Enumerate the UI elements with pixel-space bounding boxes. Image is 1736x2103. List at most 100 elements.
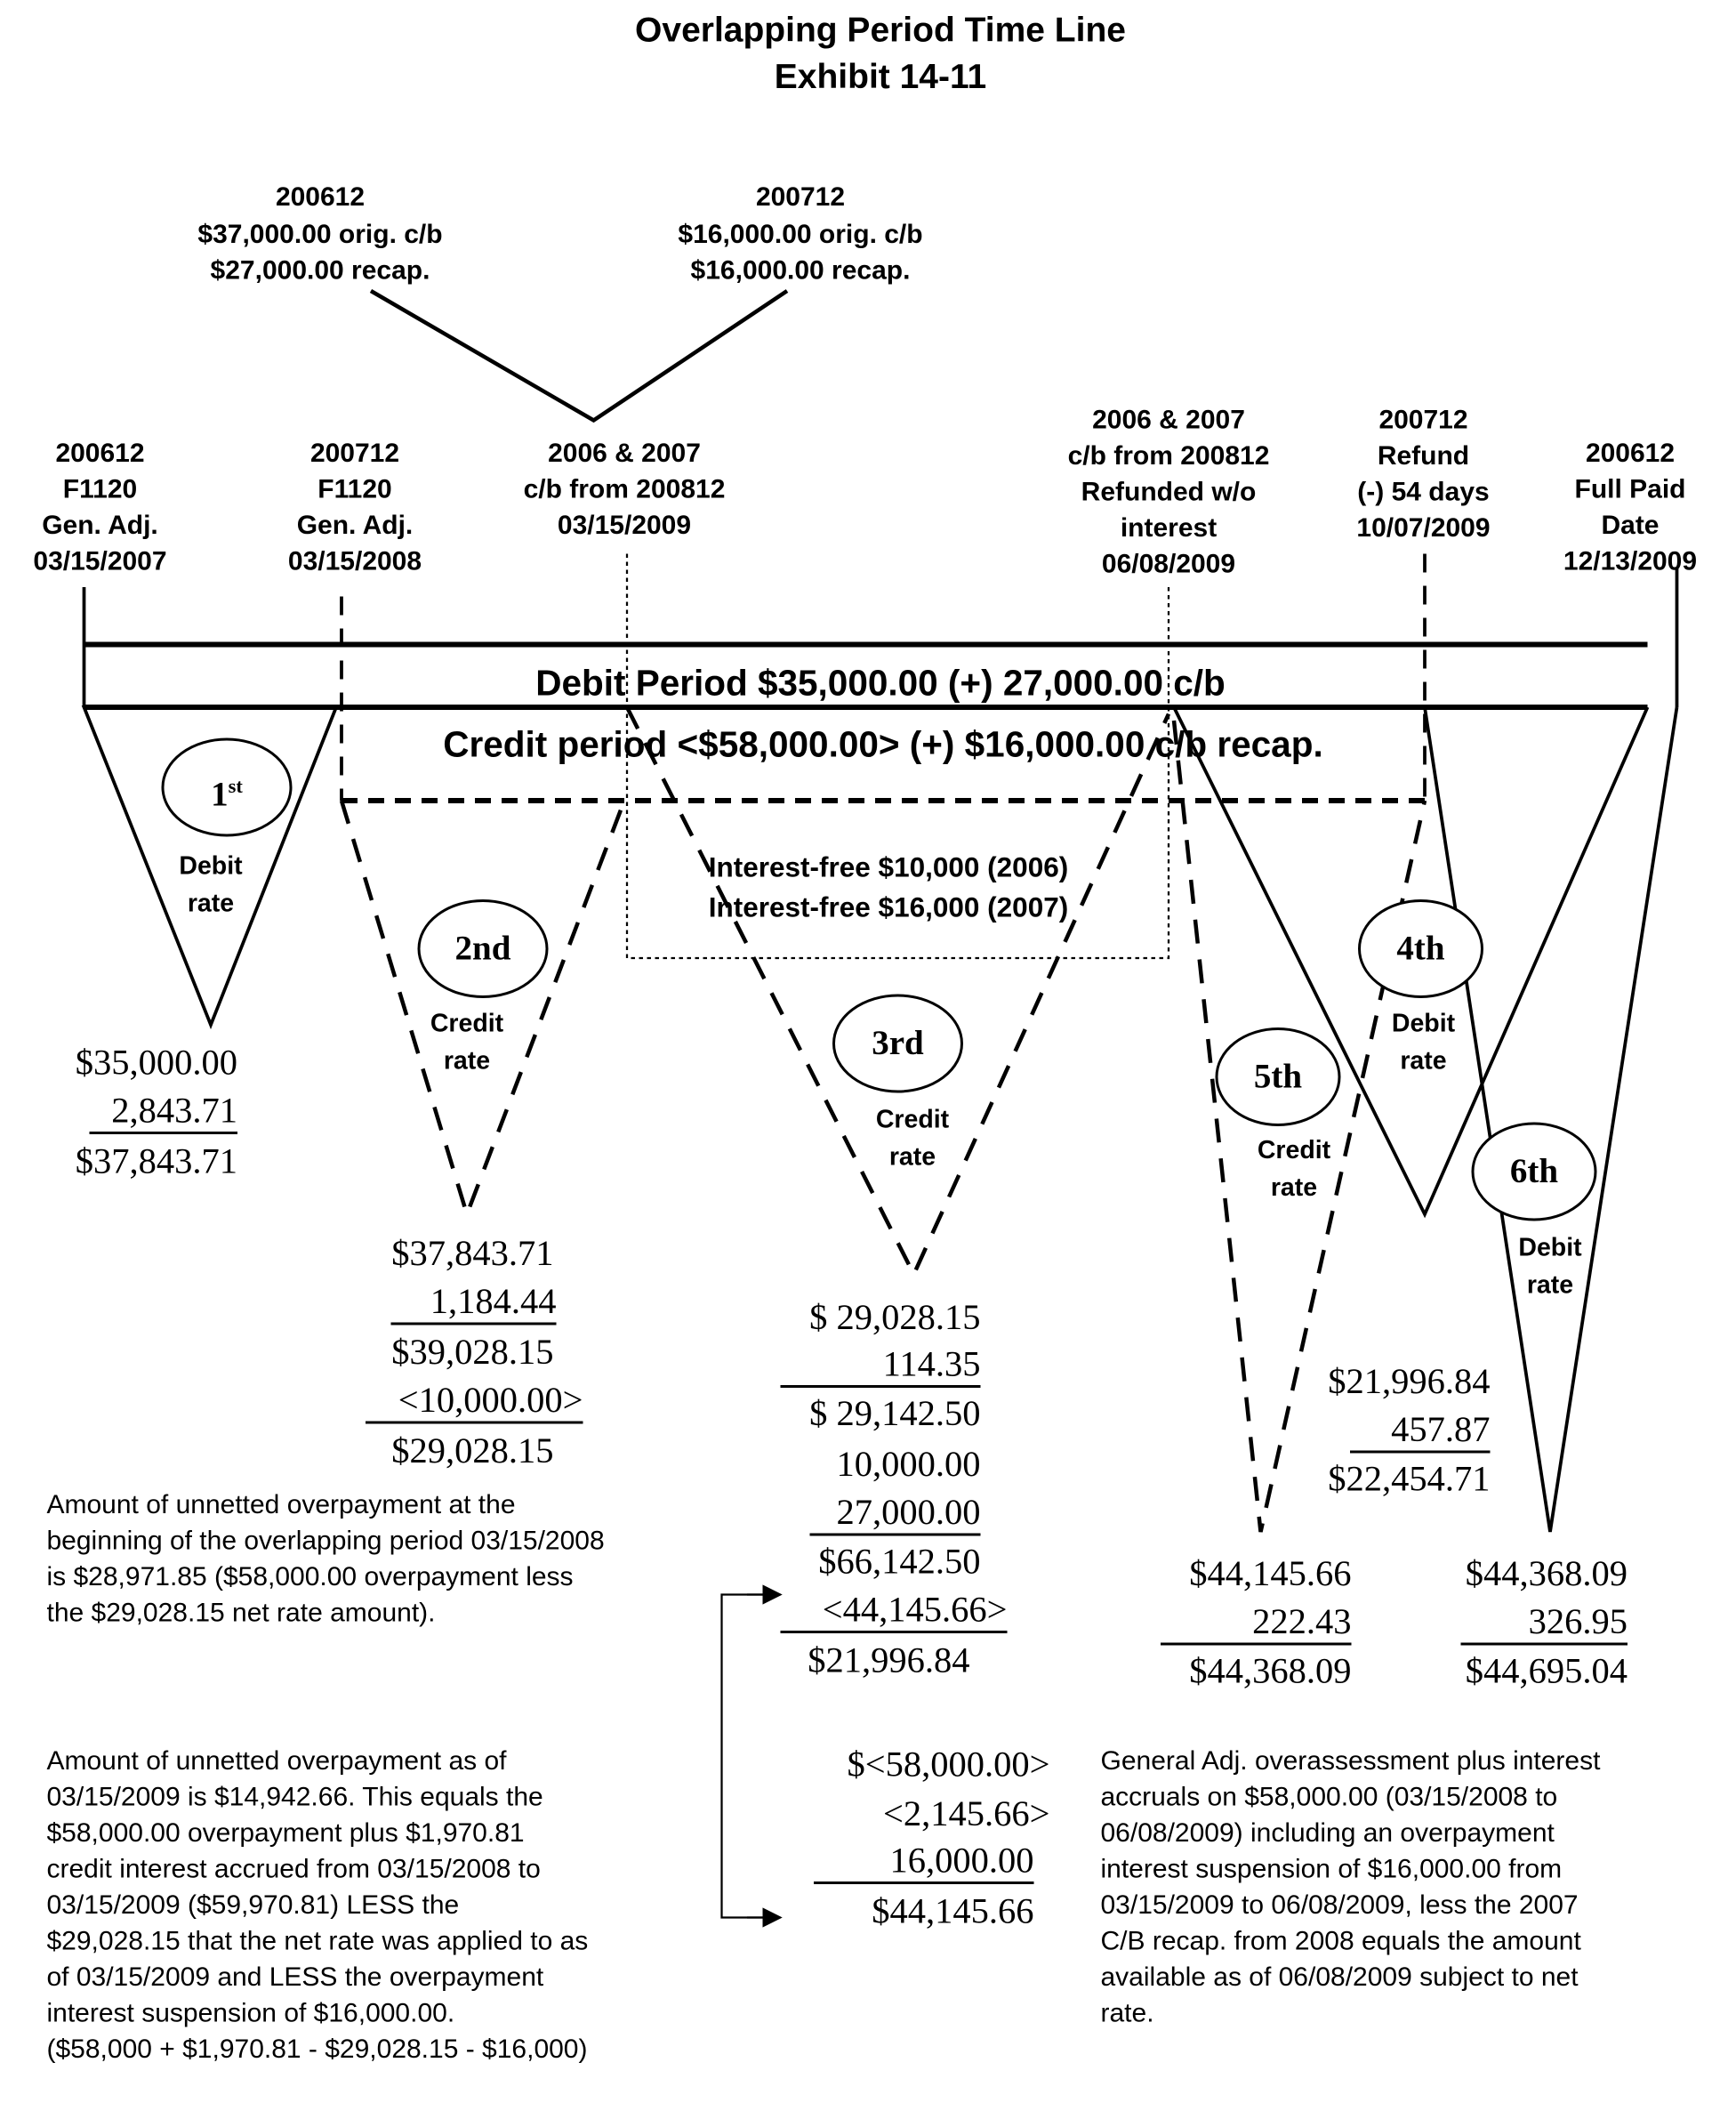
note-line: the $29,028.15 net rate amount). [46,1599,436,1628]
debit-period-label: Debit Period $35,000.00 (+) 27,000.00 c/… [535,663,1226,704]
note-line: accruals on $58,000.00 (03/15/2008 to [1100,1783,1558,1812]
note-line: 06/08/2009) including an overpayment [1100,1818,1555,1849]
computation-amount: $44,145.66 [1189,1553,1352,1593]
note-line: 03/15/2009 ($59,970.81) LESS the [46,1890,460,1921]
period-1-triangle [81,705,339,1030]
rate-label: rate [1400,1047,1447,1076]
computation-amount: $<58,000.00> [847,1744,1050,1785]
ordinal-number: 2nd [454,929,511,968]
computation-amount: $ 29,028.15 [809,1297,981,1337]
period-6-circle [1471,1122,1597,1221]
period-2-circle [417,899,549,998]
period-3-triangle [624,705,1171,1279]
note-line: ($58,000 + $1,970.81 - $29,028.15 - $16,… [46,2035,588,2065]
computation-amount: 2,843.71 [89,1089,237,1134]
computation-amount: <10,000.00> [366,1379,583,1424]
note-line: is $28,971.85 ($58,000.00 overpayment le… [46,1562,574,1592]
date-label-line: 03/15/2008 [287,547,422,576]
recap-label-line: $37,000.00 orig. c/b [197,219,443,249]
date-label-line: 2006 & 2007 [1092,406,1245,435]
exhibit-number: Exhibit 14-11 [774,56,987,96]
computation-amount: <2,145.66> [883,1793,1050,1833]
date-label-line: c/b from 200812 [1067,441,1270,471]
computation-amount: $44,368.09 [1465,1553,1628,1593]
recap-label-line: $16,000.00 recap. [690,256,911,286]
note-line: C/B recap. from 2008 equals the amount [1100,1927,1581,1956]
period-5-circle [1215,1027,1341,1126]
rate-label: Credit [875,1106,950,1135]
date-label-line: Gen. Adj. [42,511,158,541]
computation-amount: $44,695.04 [1465,1650,1628,1691]
computation-amount: 222.43 [1161,1600,1352,1646]
note-line: interest suspension of $16,000.00. [46,1999,455,2028]
interest-free-box [625,553,1170,960]
ordinal-number: 3rd [872,1023,924,1063]
bracket-arrow-line [720,1593,778,1919]
recap-label-line: $27,000.00 recap. [210,256,430,286]
date-label-line: 10/07/2009 [1356,513,1491,544]
date-label-line: 06/08/2009 [1101,550,1236,579]
date-label-line: c/b from 200812 [523,475,726,504]
rate-label: Debit [179,852,243,882]
note-line: 03/15/2009 to 06/08/2009, less the 2007 [1100,1890,1579,1921]
computation-amount: $44,145.66 [872,1890,1034,1931]
date-label-line: 12/13/2009 [1563,547,1698,576]
rate-label: rate [1270,1174,1318,1203]
credit-period-label: Credit period <$58,000.00> (+) $16,000.0… [443,724,1323,765]
note-line: Amount of unnetted overpayment at the [46,1490,516,1520]
date-label-line: 2006 & 2007 [548,439,701,469]
recap-label-line: 200612 [275,182,366,213]
ordinal-number: 1 [211,774,229,814]
date-label-line: F1120 [62,475,138,504]
note-line: 03/15/2009 is $14,942.66. This equals th… [46,1783,543,1812]
computation-amount: <44,145.66> [780,1588,1008,1633]
date-label-line: Full Paid [1574,475,1686,504]
period-ordinal: 6th [1467,1152,1601,1192]
date-label-line: F1120 [317,475,392,504]
period-ordinal: 5th [1211,1057,1345,1097]
note-line: $58,000.00 overpayment plus $1,970.81 [46,1818,525,1849]
computation-amount: $ 29,142.50 [809,1393,981,1433]
period-1-circle [161,737,293,837]
note-line: Amount of unnetted overpayment as of [46,1746,507,1777]
computation-amount: 114.35 [780,1342,981,1388]
computation-amount: $37,843.71 [75,1140,237,1181]
period-ordinal: 3rd [832,1024,965,1064]
note-line: credit interest accrued from 03/15/2008 … [46,1855,541,1884]
date-label-line: Refund [1377,441,1470,471]
date-label-line: 200612 [1585,439,1676,469]
period-2-triangle [339,800,627,1221]
computation-amount: 10,000.00 [836,1444,981,1484]
ordinal-number: 6th [1509,1151,1559,1191]
date-label-line: Date [1601,511,1660,541]
computation-amount: $37,843.71 [391,1233,554,1273]
date-label-line: 03/15/2009 [557,511,692,541]
date-label-line: 200712 [1378,406,1468,435]
ordinal-number: 4th [1396,929,1445,968]
interest-free-2007: Interest-free $16,000 (2007) [708,892,1069,924]
period-5-triangle [1171,720,1427,1533]
ordinal-number: 5th [1253,1057,1303,1096]
computation-amount: $39,028.15 [391,1332,554,1372]
date-label-line: 200612 [55,439,145,469]
note-line: rate. [1100,1999,1154,2028]
rate-label: Debit [1518,1234,1582,1263]
rate-label: rate [1526,1271,1574,1301]
computation-amount: $44,368.09 [1189,1650,1352,1691]
computation-amount: $21,996.84 [1328,1361,1491,1401]
period-ordinal: 4th [1354,929,1488,969]
date-label-line: 03/15/2007 [33,547,167,576]
period-4-triangle [1172,706,1650,1219]
rate-label: rate [888,1143,936,1172]
recap-label-line: 200712 [755,182,846,213]
note-line: of 03/15/2009 and LESS the overpayment [46,1962,544,1993]
computation-amount: $21,996.84 [808,1640,970,1680]
period-4-circle [1358,899,1483,998]
note-line: interest suspension of $16,000.00 from [1100,1855,1563,1884]
computation-amount: 1,184.44 [390,1280,557,1325]
diagram-title: Overlapping Period Time Line [635,9,1126,50]
recap-label-line: $16,000.00 orig. c/b [678,219,923,249]
note-line: beginning of the overlapping period 03/1… [46,1527,605,1556]
